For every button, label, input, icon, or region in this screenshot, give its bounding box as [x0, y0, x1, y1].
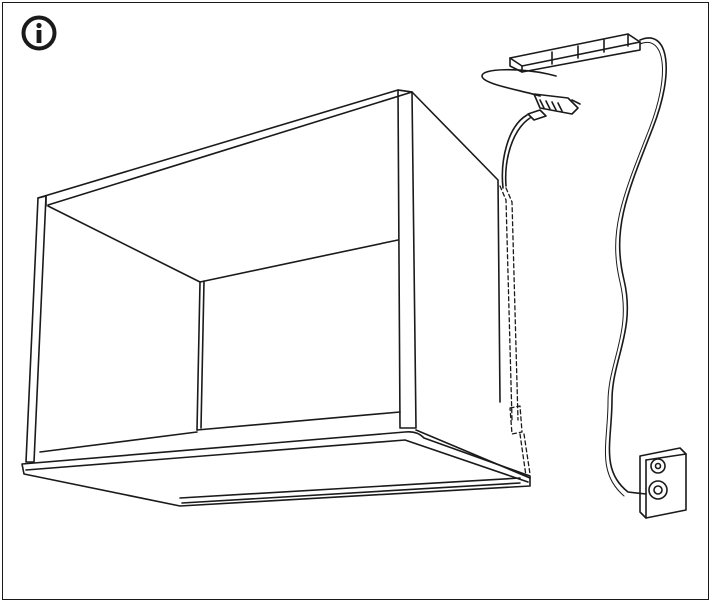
cable-connector — [501, 109, 547, 189]
plug — [648, 480, 668, 500]
power-driver — [509, 33, 641, 73]
info-icon — [21, 15, 57, 51]
cabinet-frame — [21, 89, 531, 507]
hub-cable — [481, 68, 557, 97]
concealed-cable — [499, 185, 531, 477]
distributor-hub — [533, 93, 581, 115]
wall-socket — [639, 447, 687, 519]
led-strip — [179, 477, 521, 504]
instruction-frame — [2, 2, 709, 600]
power-cord — [608, 37, 668, 495]
